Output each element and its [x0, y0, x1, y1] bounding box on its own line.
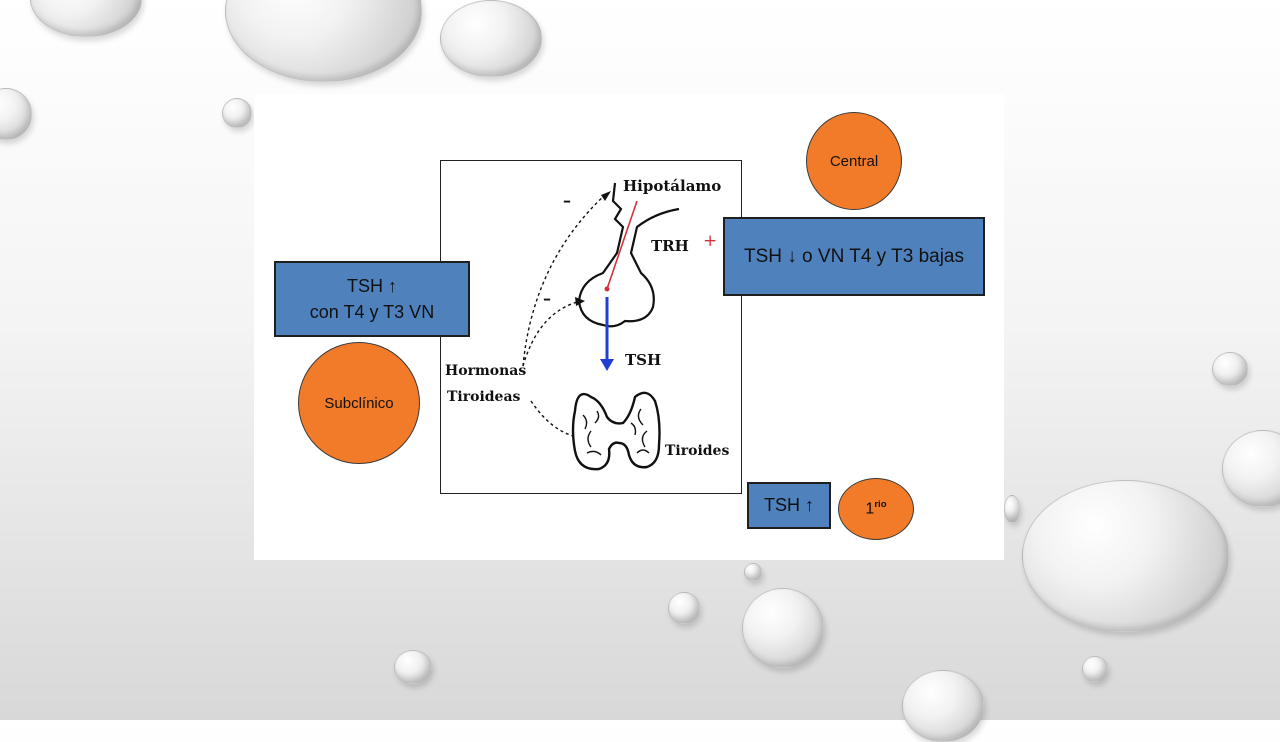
water-drop	[222, 98, 252, 128]
feedback-curve-mid	[522, 300, 582, 367]
box-tsh-primario: TSH ↑	[747, 482, 831, 529]
circle-primario: 1rio	[838, 478, 914, 540]
label-minus-mid: –	[543, 289, 551, 308]
water-drop	[30, 0, 142, 37]
water-drop	[225, 0, 422, 82]
circle-primario-base: 1	[865, 500, 875, 518]
circle-primario-label: 1rio	[865, 499, 886, 518]
water-drop	[1212, 352, 1248, 386]
water-drop	[744, 563, 762, 581]
label-trh-plus: +	[703, 231, 718, 251]
tsh-arrow-head	[600, 359, 614, 371]
water-drop	[742, 588, 824, 668]
water-drop	[668, 592, 700, 624]
circle-primario-sup: rio	[874, 499, 887, 511]
circle-subclinico: Subclínico	[298, 342, 420, 464]
box-subclinico-line1: TSH ↑	[346, 276, 397, 296]
water-drop	[0, 88, 32, 140]
label-tsh: TSH	[625, 351, 662, 369]
water-drop	[1222, 430, 1280, 507]
circle-subclinico-label: Subclínico	[324, 394, 394, 412]
feedback-curve-top	[522, 192, 608, 367]
label-hipotalamo: Hipotálamo	[623, 177, 722, 195]
axis-drawing	[522, 182, 680, 471]
water-drop	[394, 650, 432, 684]
thyroid-gland-outline	[571, 391, 661, 471]
label-tiroideas: Tiroideas	[447, 389, 521, 405]
water-drop	[902, 670, 984, 742]
label-minus-top: –	[563, 191, 571, 210]
box-primario-label: TSH ↑	[763, 495, 814, 515]
label-hormonas: Hormonas	[445, 363, 527, 379]
box-tsh-central: TSH ↓ o VN T4 y T3 bajas	[723, 217, 985, 296]
diagram-panel: Hipotálamo TRH + – – TSH Hormonas Tiroid…	[254, 94, 1004, 560]
water-drop	[440, 0, 542, 77]
water-drop	[1082, 656, 1108, 682]
trh-line	[606, 200, 638, 290]
label-trh: TRH	[651, 237, 689, 255]
box-tsh-subclinico: TSH ↑ con T4 y T3 VN	[274, 261, 470, 337]
box-central-label: TSH ↓ o VN T4 y T3 bajas	[744, 245, 964, 267]
thyroid-texture	[582, 408, 650, 456]
water-drop	[1022, 480, 1229, 632]
box-subclinico-line2: con T4 y T3 VN	[309, 302, 435, 322]
trh-dot	[604, 286, 610, 292]
water-drop	[1004, 495, 1020, 523]
feedback-curve-bottom	[530, 400, 578, 438]
hypothalamus-pituitary-outline	[577, 182, 680, 328]
hypothalamic-pituitary-thyroid-diagram: Hipotálamo TRH + – – TSH Hormonas Tiroid…	[440, 160, 742, 494]
label-tiroides: Tiroides	[665, 443, 730, 459]
circle-central-label: Central	[829, 152, 879, 170]
circle-central: Central	[806, 112, 902, 210]
